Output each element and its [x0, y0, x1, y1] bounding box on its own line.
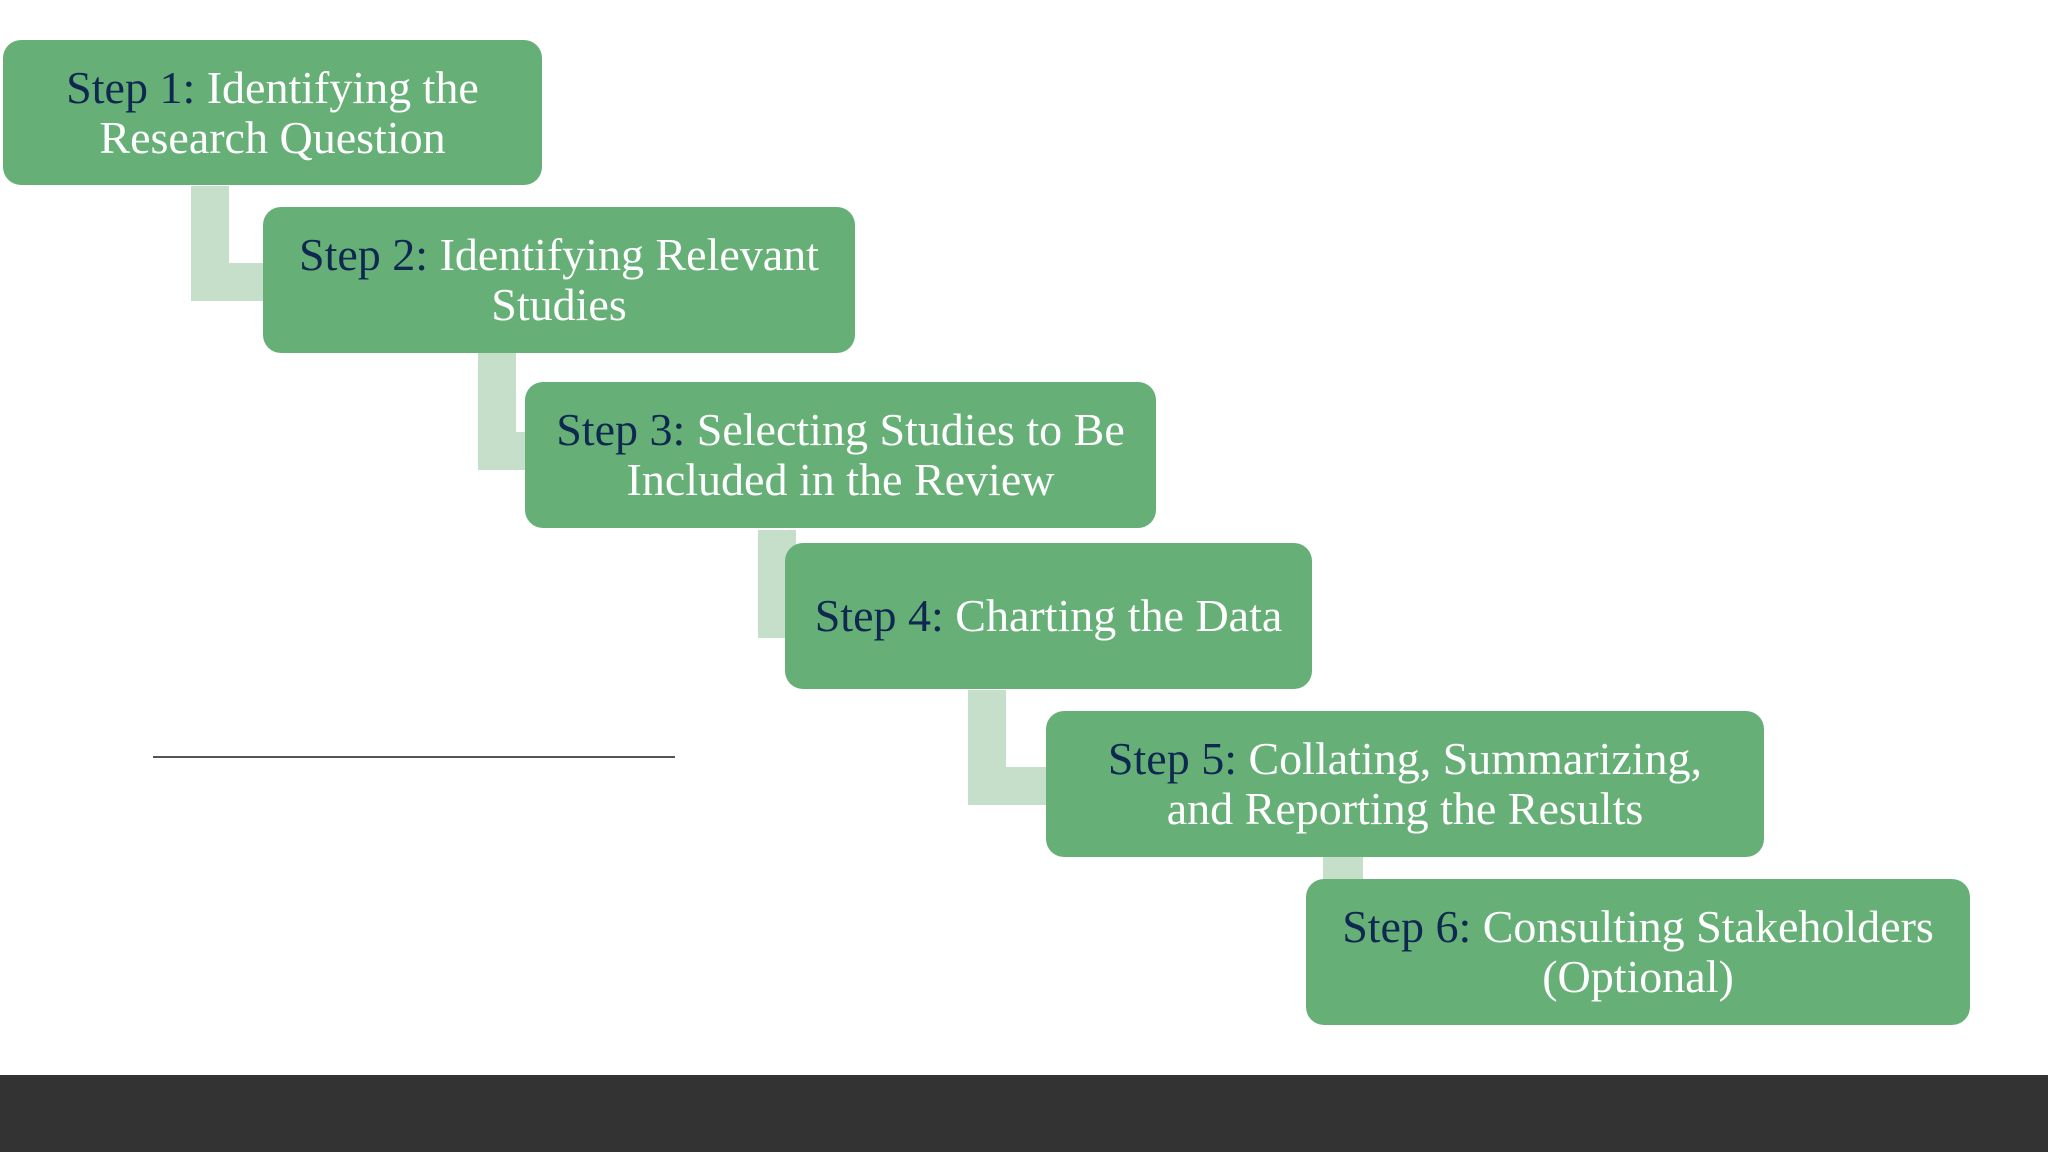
step-5-number: Step 5: [1107, 733, 1237, 784]
step-4-box: Step 4: Charting the Data [785, 543, 1312, 689]
step-6-number: Step 6: [1342, 901, 1472, 952]
step-6-description: Consulting Stakeholders (Optional) [1471, 901, 1934, 1002]
connector-5-6-vertical [1323, 856, 1363, 880]
step-3-number: Step 3: [556, 404, 686, 455]
step-2-number: Step 2: [299, 229, 429, 280]
footer-band [0, 1075, 2048, 1152]
connector-1-2-horizontal [191, 263, 263, 301]
step-5-box: Step 5: Collating, Summarizing, and Repo… [1046, 711, 1764, 857]
step-4-text: Step 4: Charting the Data [815, 591, 1283, 641]
step-6-text: Step 6: Consulting Stakeholders (Optiona… [1334, 902, 1942, 1002]
step-1-text: Step 1: Identifying the Research Questio… [31, 61, 514, 163]
step-2-description: Identifying Relevant Studies [428, 229, 819, 330]
horizontal-rule [153, 756, 675, 758]
step-4-number: Step 4: [814, 590, 944, 641]
connector-4-5-horizontal [968, 767, 1048, 805]
connector-3-4-horizontal [758, 600, 788, 638]
step-6-box: Step 6: Consulting Stakeholders (Optiona… [1306, 879, 1970, 1025]
step-3-box: Step 3: Selecting Studies to Be Included… [525, 382, 1156, 528]
step-3-text: Step 3: Selecting Studies to Be Included… [553, 405, 1128, 505]
step-1-box: Step 1: Identifying the Research Questio… [3, 40, 542, 185]
step-1-description: Identifying the Research Question [99, 61, 479, 163]
step-5-description: Collating, Summarizing, and Reporting th… [1166, 733, 1703, 834]
step-1-number: Step 1: [66, 61, 196, 113]
step-3-description: Selecting Studies to Be Included in the … [626, 404, 1125, 505]
step-4-description: Charting the Data [943, 590, 1283, 641]
connector-2-3-horizontal [478, 432, 526, 470]
step-2-box: Step 2: Identifying Relevant Studies [263, 207, 855, 353]
step-2-text: Step 2: Identifying Relevant Studies [291, 230, 827, 330]
step-5-text: Step 5: Collating, Summarizing, and Repo… [1074, 734, 1736, 834]
